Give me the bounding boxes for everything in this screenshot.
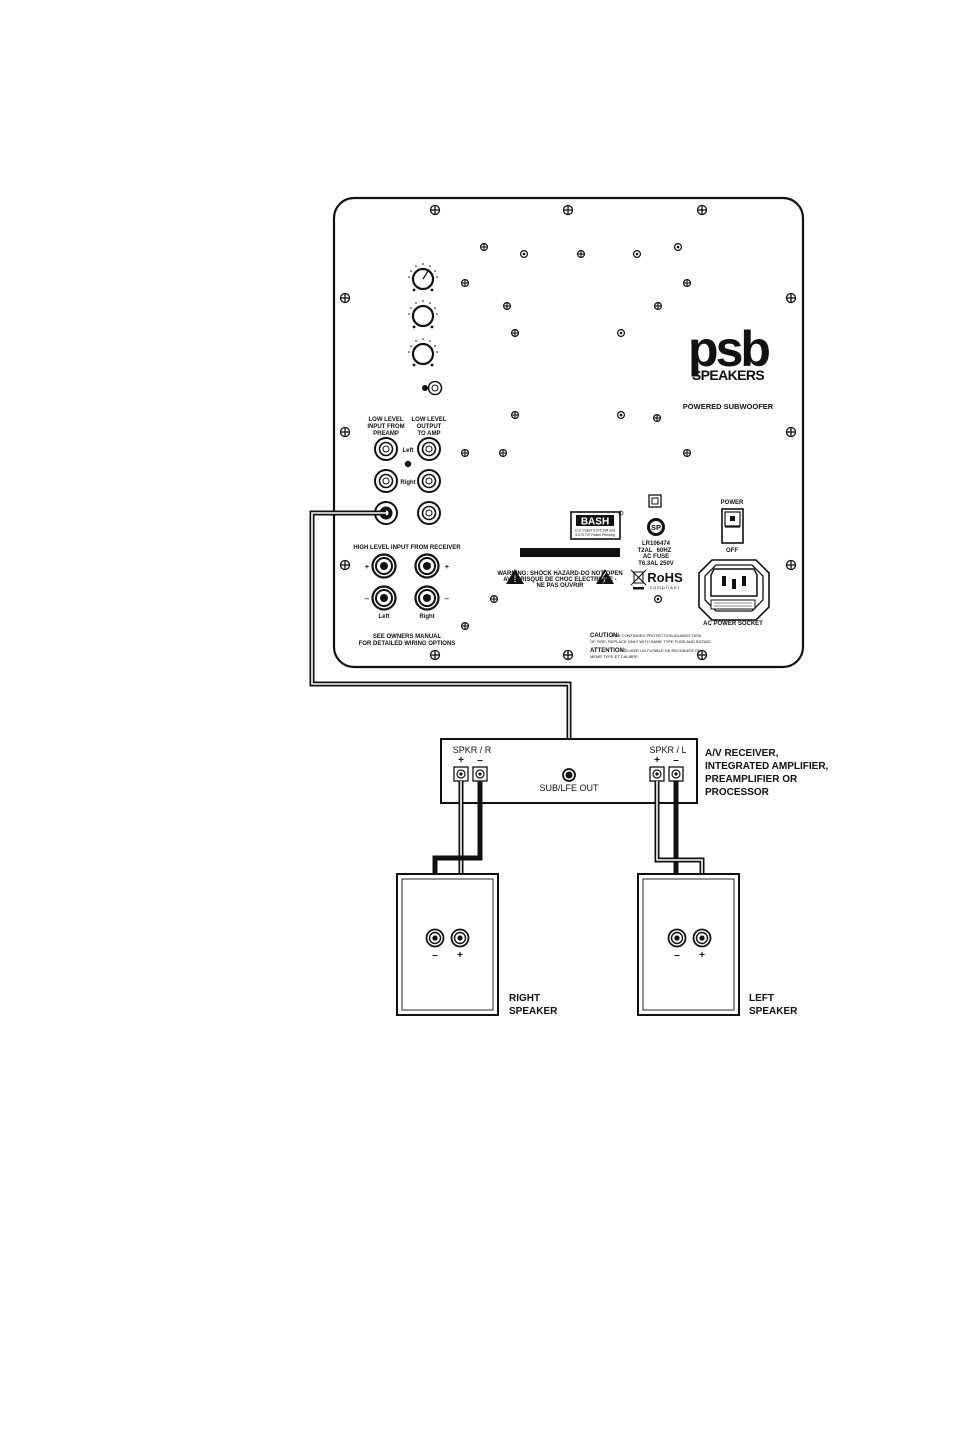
left-speaker-plus-post[interactable] <box>692 928 712 948</box>
ac-power-socket[interactable]: AC POWER SOCKET <box>698 559 770 627</box>
svg-text:+: + <box>654 755 660 766</box>
svg-text:compliant: compliant <box>650 585 680 590</box>
left-speaker-label: LEFT <box>749 993 774 1004</box>
subwoofer-rear-panel: LOW LEVEL INPUT FROM PREAMP LOW LEVEL OU… <box>332 196 805 669</box>
control-knobs[interactable] <box>408 263 443 396</box>
receiver-right-minus-terminal[interactable] <box>472 766 488 782</box>
receiver-left-plus-terminal[interactable] <box>649 766 665 782</box>
svg-text:–: – <box>674 950 680 961</box>
caution-text: CAUTION: FOR CONTINUED PROTECTION AGAINS… <box>590 633 712 659</box>
svg-text:!: ! <box>514 574 517 584</box>
power-switch[interactable]: POWER OFF <box>721 500 744 554</box>
svg-text:T6.3AL 250V: T6.3AL 250V <box>638 561 674 567</box>
svg-text:INTEGRATED AMPLIFIER,: INTEGRATED AMPLIFIER, <box>705 761 829 772</box>
bash-badge: BASH U.S. Patent 5,075,634 and 5,075,707… <box>570 510 624 540</box>
svg-text:SPEAKERS: SPEAKERS <box>692 367 764 383</box>
high-level-left-plus[interactable] <box>371 553 397 579</box>
sub-out-label: SUB/LFE OUT <box>539 783 599 793</box>
right-speaker: – + RIGHT SPEAKER <box>396 873 558 1017</box>
svg-text:PREAMP: PREAMP <box>373 431 399 437</box>
product-name: POWERED SUBWOOFER <box>683 402 774 411</box>
svg-text:OFF: OFF <box>726 548 738 554</box>
svg-text:FOR CONTINUED PROTECTION AGAIN: FOR CONTINUED PROTECTION AGAINST RISK <box>612 633 702 638</box>
certification-marks: SP LR106474 T2AL 60HZ AC FUSE T6.3AL 250… <box>630 494 683 590</box>
svg-text:AC FUSE: AC FUSE <box>643 554 669 560</box>
svg-text:SPEAKER: SPEAKER <box>749 1006 798 1017</box>
svg-text:+: + <box>458 755 464 766</box>
svg-text:–: – <box>673 755 679 766</box>
spkr-r-label: SPKR / R <box>453 745 492 755</box>
svg-text:ATTENTION:: ATTENTION: <box>590 648 626 654</box>
rca-input-left[interactable] <box>374 437 398 461</box>
svg-text:OF FIRE, REPLACE ONLY WITH SAM: OF FIRE, REPLACE ONLY WITH SAME TYPE FUS… <box>590 639 712 644</box>
svg-text:+: + <box>445 562 450 571</box>
svg-text:WARNING: SHOCK HAZARD-DO NOT O: WARNING: SHOCK HAZARD-DO NOT OPEN <box>497 571 622 577</box>
spkr-l-label: SPKR / L <box>649 745 686 755</box>
svg-text:+: + <box>365 562 370 571</box>
rohs-mark: RoHS <box>647 570 683 585</box>
svg-text:–: – <box>365 594 369 603</box>
svg-text:AVIS: RISQUE DE CHOC ELECTRIQU: AVIS: RISQUE DE CHOC ELECTRIQUE - <box>503 577 617 583</box>
psb-logo: psb SPEAKERS POWERED SUBWOOFER <box>683 321 774 411</box>
svg-text:MEME TYPE ET CALIBRE.: MEME TYPE ET CALIBRE. <box>590 654 639 659</box>
low-level-left-label: Left <box>403 448 414 454</box>
svg-text:+: + <box>699 950 705 961</box>
svg-text:–: – <box>432 950 438 961</box>
right-speaker-label: RIGHT <box>509 993 540 1004</box>
svg-text:NE PAS OUVRIR: NE PAS OUVRIR <box>537 583 585 589</box>
svg-text:–: – <box>477 755 483 766</box>
svg-text:FOR DETAILED WIRING OPTIONS: FOR DETAILED WIRING OPTIONS <box>359 641 456 647</box>
receiver-description: A/V RECEIVER, <box>705 748 779 759</box>
high-level-label: HIGH LEVEL INPUT FROM RECEIVER <box>353 545 461 551</box>
left-speaker-minus-post[interactable] <box>667 928 687 948</box>
rca-output-lfe[interactable] <box>417 501 441 525</box>
svg-text:LR106474: LR106474 <box>642 541 671 547</box>
svg-text:CAUTION:: CAUTION: <box>590 633 619 639</box>
right-speaker-plus-post[interactable] <box>450 928 470 948</box>
manual-note: SEE OWNERS MANUAL <box>373 634 442 640</box>
svg-text:UTILISER UN FUSIBLE DE RECHANG: UTILISER UN FUSIBLE DE RECHANGE DE <box>621 648 701 653</box>
weee-bin-icon <box>630 569 647 590</box>
svg-text:+: + <box>457 950 463 961</box>
svg-text:BASH: BASH <box>581 517 609 528</box>
svg-text:PREAMPLIFIER OR: PREAMPLIFIER OR <box>705 774 798 785</box>
high-level-section: HIGH LEVEL INPUT FROM RECEIVER + + – – L… <box>353 545 461 647</box>
high-level-right-label: Right <box>419 614 434 620</box>
high-level-left-label: Left <box>379 614 390 620</box>
svg-text:INPUT FROM: INPUT FROM <box>367 424 404 430</box>
low-level-output-label: LOW LEVEL <box>412 417 447 423</box>
svg-text:SP: SP <box>651 523 661 532</box>
svg-text:–: – <box>445 594 449 603</box>
high-level-right-plus[interactable] <box>414 553 440 579</box>
rca-input-right[interactable] <box>374 469 398 493</box>
svg-text:psb: psb <box>688 321 769 377</box>
svg-text:SPEAKER: SPEAKER <box>509 1006 558 1017</box>
rca-output-right[interactable] <box>417 469 441 493</box>
svg-text:AC POWER SOCKET: AC POWER SOCKET <box>703 621 763 627</box>
av-receiver: SPKR / R SPKR / L + – + – SUB/LFE OUT A/… <box>440 738 829 804</box>
svg-text:5,075,707 Patent Pending: 5,075,707 Patent Pending <box>575 533 614 537</box>
receiver-right-plus-terminal[interactable] <box>453 766 469 782</box>
svg-text:OUTPUT: OUTPUT <box>417 424 442 430</box>
warning-label: ! WARNING: SHOCK HAZARD-DO NOT OPEN AVIS… <box>497 548 623 589</box>
rca-output-left[interactable] <box>417 437 441 461</box>
svg-text:60HZ: 60HZ <box>657 548 672 554</box>
left-speaker: – + LEFT SPEAKER <box>637 873 798 1017</box>
high-level-right-minus[interactable] <box>414 585 440 611</box>
low-level-right-label: Right <box>400 480 415 486</box>
lfe-cable <box>309 510 572 774</box>
svg-text:T2AL: T2AL <box>638 548 653 554</box>
high-level-left-minus[interactable] <box>371 585 397 611</box>
low-level-input-label: LOW LEVEL <box>369 417 404 423</box>
sub-lfe-out-jack[interactable] <box>562 768 576 782</box>
power-label: POWER <box>721 500 744 506</box>
svg-text:PROCESSOR: PROCESSOR <box>705 787 770 798</box>
svg-text:U.S. Patent 5,075,634 and: U.S. Patent 5,075,634 and <box>575 529 615 533</box>
low-level-section: LOW LEVEL INPUT FROM PREAMP LOW LEVEL OU… <box>367 417 447 525</box>
right-speaker-minus-post[interactable] <box>425 928 445 948</box>
svg-text:TO AMP: TO AMP <box>417 431 440 437</box>
receiver-left-minus-terminal[interactable] <box>668 766 684 782</box>
